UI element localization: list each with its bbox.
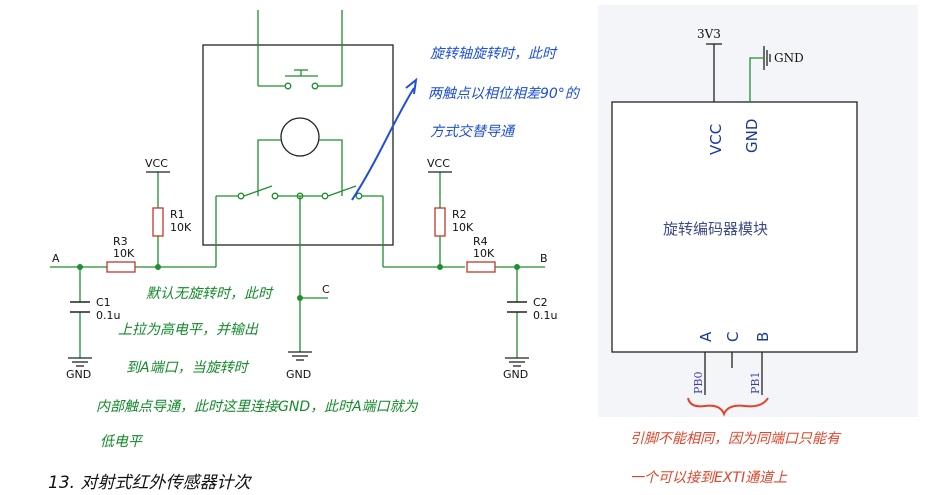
module-pin-c: C	[724, 332, 742, 342]
r3-resistor	[106, 261, 136, 273]
r2-value: 10K	[452, 221, 474, 234]
push-button-switch	[257, 10, 343, 90]
vcc-right-label: VCC	[427, 157, 450, 170]
c2-value: 0.1u	[533, 309, 557, 322]
green-note: 默认无旋转时，此时 上拉为高电平，并输出 到A端口，当旋转时 内部触点导通，此时…	[96, 286, 419, 450]
blue-note-line-1: 旋转轴旋转时，此时	[430, 46, 558, 62]
r1-resistor	[152, 207, 164, 237]
r1-name: R1	[170, 208, 185, 221]
c1-name: C1	[96, 296, 111, 309]
node-c-label: C	[322, 283, 330, 296]
section-heading: 13. 对射式红外传感器计次	[48, 473, 252, 493]
node-b-label: B	[540, 252, 548, 265]
green-note-line-3: 到A端口，当旋转时	[126, 360, 250, 376]
encoder-contacts	[216, 139, 383, 352]
red-note-line-2: 一个可以接到EXTI通道上	[630, 470, 788, 486]
a-side-circuit	[50, 172, 545, 358]
r3-name: R3	[113, 235, 128, 248]
junctions	[77, 264, 520, 301]
encoder-body	[202, 44, 394, 246]
module-pin-b: B	[754, 332, 772, 342]
module-pin-a: A	[697, 331, 715, 342]
gnd-c2-label: GND	[503, 368, 528, 381]
r4-value: 10K	[473, 247, 495, 260]
c2-name: C2	[533, 296, 548, 309]
red-note: 引脚不能相同，因为同端口只能有 一个可以接到EXTI通道上	[630, 431, 842, 486]
green-note-line-2: 上拉为高电平，并输出	[118, 322, 259, 338]
supply-3v3-label: 3V3	[697, 27, 721, 41]
module-pin-gnd: GND	[743, 119, 761, 153]
pb1-label: PB1	[749, 372, 762, 394]
green-note-line-4: 内部触点导通，此时这里连接GND，此时A端口就为	[96, 399, 419, 415]
gnd-c1-label: GND	[66, 368, 91, 381]
r3-value: 10K	[113, 247, 135, 260]
encoder-module	[598, 5, 918, 417]
vcc-left-label: VCC	[145, 157, 168, 170]
blue-note: 旋转轴旋转时，此时 两触点以相位相差90°的 方式交替导通	[428, 46, 581, 140]
red-brace	[687, 397, 769, 417]
green-note-line-1: 默认无旋转时，此时	[146, 286, 274, 302]
capacitors	[70, 301, 527, 313]
module-body	[611, 101, 858, 353]
r4-resistor	[466, 261, 496, 273]
module-gnd-label: GND	[774, 51, 804, 65]
resistors	[106, 207, 496, 273]
green-note-line-5: 低电平	[100, 434, 144, 450]
ground-symbols	[68, 351, 529, 367]
module-title: 旋转编码器模块	[663, 220, 768, 238]
r1-value: 10K	[170, 221, 192, 234]
pb0-label: PB0	[692, 372, 705, 394]
node-a-label: A	[52, 252, 60, 265]
r4-name: R4	[473, 235, 488, 248]
r2-name: R2	[452, 208, 467, 221]
blue-note-line-3: 方式交替导通	[430, 124, 516, 140]
encoder-schematic	[50, 10, 545, 367]
blue-note-line-2: 两触点以相位相差90°的	[428, 86, 581, 102]
blue-arrow	[351, 87, 415, 201]
gnd-mid-label: GND	[286, 368, 311, 381]
r2-resistor	[434, 207, 446, 237]
rotary-shaft	[280, 117, 320, 157]
module-pin-vcc: VCC	[707, 124, 725, 155]
c1-value: 0.1u	[96, 309, 120, 322]
red-note-line-1: 引脚不能相同，因为同端口只能有	[630, 431, 842, 447]
